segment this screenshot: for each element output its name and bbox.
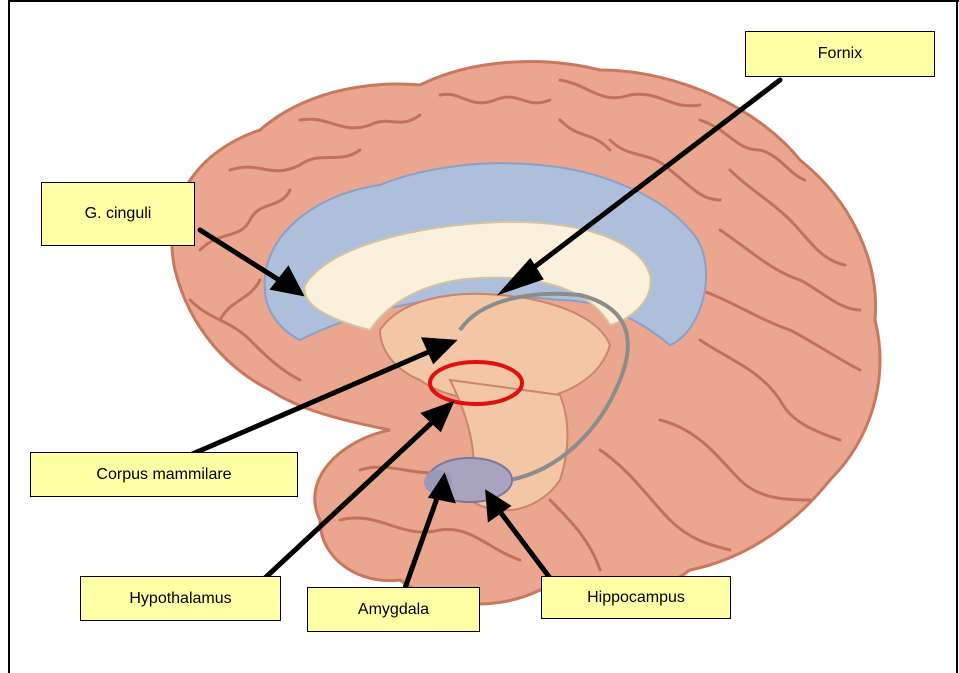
label-hypothalamus: Hypothalamus <box>80 576 281 621</box>
label-amygdala: Amygdala <box>307 587 480 632</box>
label-corpus-mammilare: Corpus mammilare <box>30 452 298 497</box>
label-fornix: Fornix <box>745 31 935 77</box>
label-hippocampus: Hippocampus <box>541 576 731 619</box>
label-g-cinguli: G. cinguli <box>41 182 195 246</box>
